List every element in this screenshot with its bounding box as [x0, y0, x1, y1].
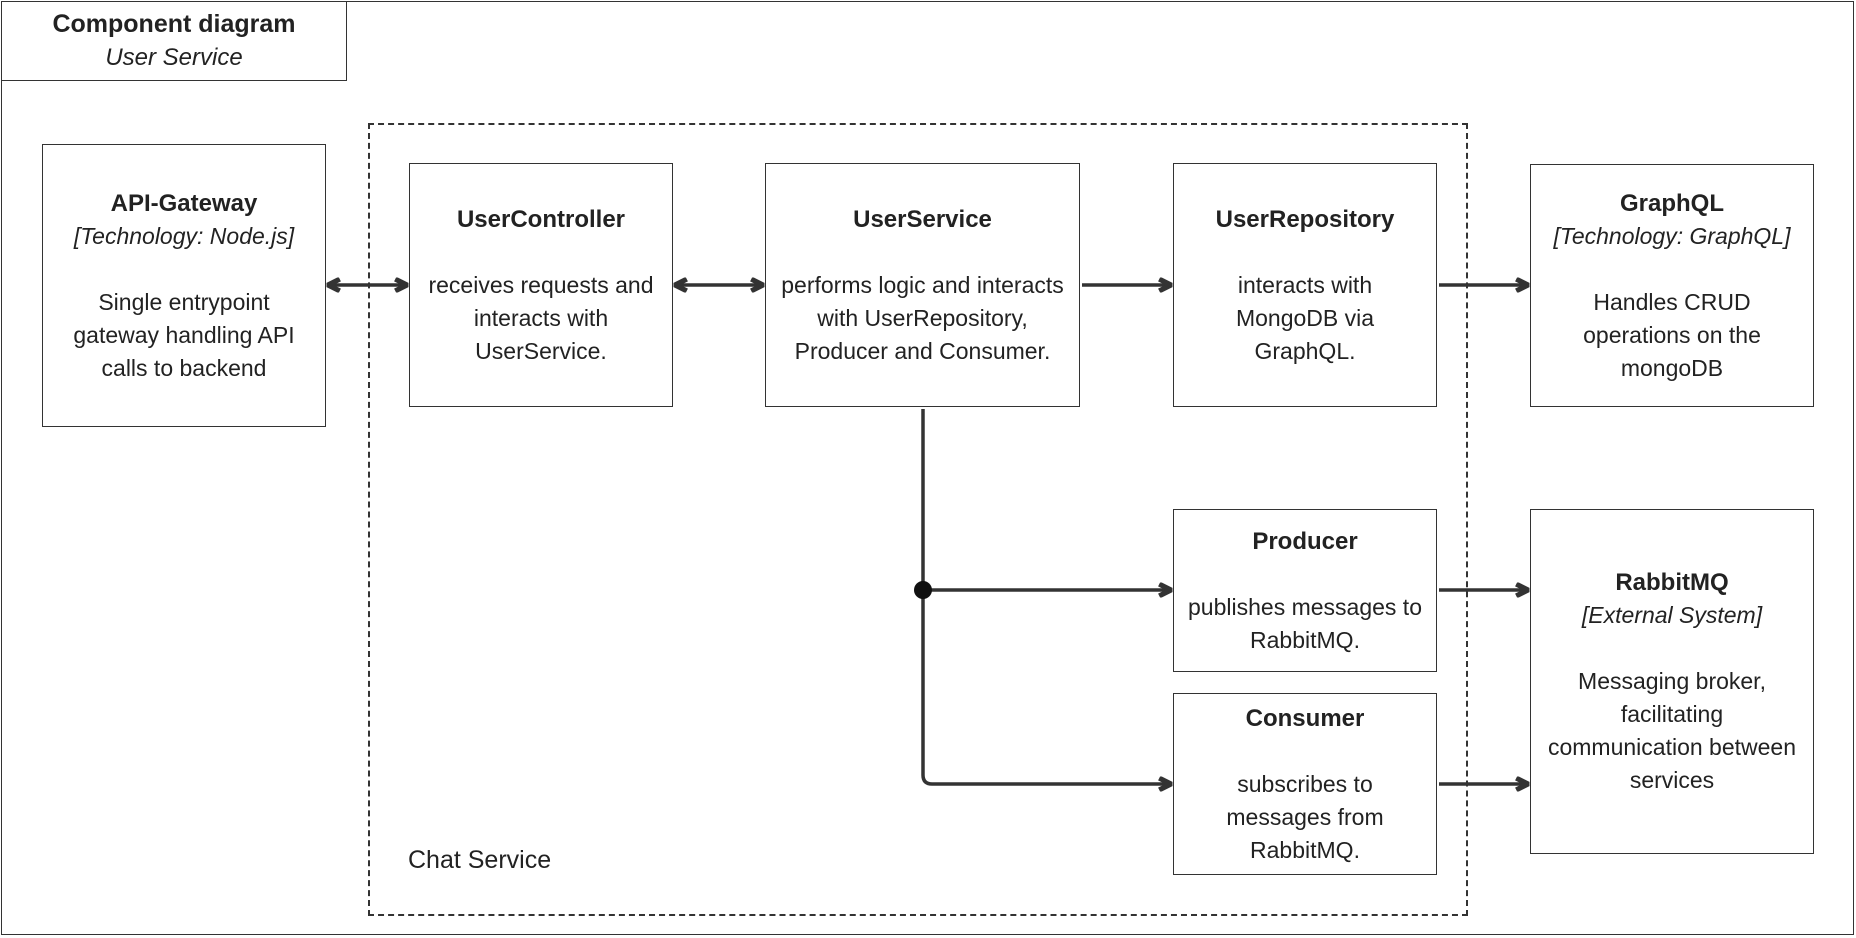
node-name: RabbitMQ: [1615, 569, 1729, 596]
node-name: Consumer: [1245, 704, 1365, 732]
rabbitmq-node[interactable]: RabbitMQ [External System] Messaging bro…: [1530, 509, 1814, 854]
chat-service-boundary: [368, 123, 1468, 916]
node-name: Producer: [1252, 527, 1358, 555]
node-name: API-Gateway: [110, 189, 258, 217]
node-name: UserRepository: [1215, 205, 1395, 233]
node-name: GraphQL: [1619, 189, 1724, 217]
diagram-subtitle: User Service: [105, 44, 243, 71]
node-description: Single entrypoint gateway handling API c…: [73, 288, 295, 381]
node-description: publishes messages to RabbitMQ.: [1188, 593, 1422, 653]
user-repository-node[interactable]: UserRepository interacts with MongoDB vi…: [1173, 163, 1437, 407]
node-name: UserController: [456, 205, 626, 233]
node-technology: [Technology: Node.js]: [73, 222, 295, 249]
node-description: Handles CRUD operations on the mongoDB: [1583, 288, 1761, 381]
node-description: Messaging broker, facilitating communica…: [1547, 668, 1797, 793]
node-technology: [Technology: GraphQL]: [1553, 222, 1791, 249]
node-description: interacts with MongoDB via GraphQL.: [1235, 271, 1375, 364]
node-technology: [External System]: [1581, 602, 1763, 628]
user-service-node[interactable]: UserService performs logic and interacts…: [765, 163, 1080, 407]
node-description: subscribes to messages from RabbitMQ.: [1226, 770, 1384, 863]
user-controller-node[interactable]: UserController receives requests and int…: [409, 163, 673, 407]
producer-node[interactable]: Producer publishes messages to RabbitMQ.: [1173, 509, 1437, 672]
graphql-node[interactable]: GraphQL [Technology: GraphQL] Handles CR…: [1530, 164, 1814, 407]
consumer-node[interactable]: Consumer subscribes to messages from Rab…: [1173, 693, 1437, 875]
node-name: UserService: [853, 205, 992, 233]
diagram-title-box: Component diagram User Service: [1, 1, 347, 81]
diagram-title: Component diagram: [52, 10, 296, 38]
api-gateway-node[interactable]: API-Gateway [Technology: Node.js] Single…: [42, 144, 326, 427]
boundary-label: Chat Service: [408, 846, 552, 874]
node-description: performs logic and interacts with UserRe…: [781, 271, 1064, 364]
node-description: receives requests and interacts with Use…: [428, 271, 654, 364]
